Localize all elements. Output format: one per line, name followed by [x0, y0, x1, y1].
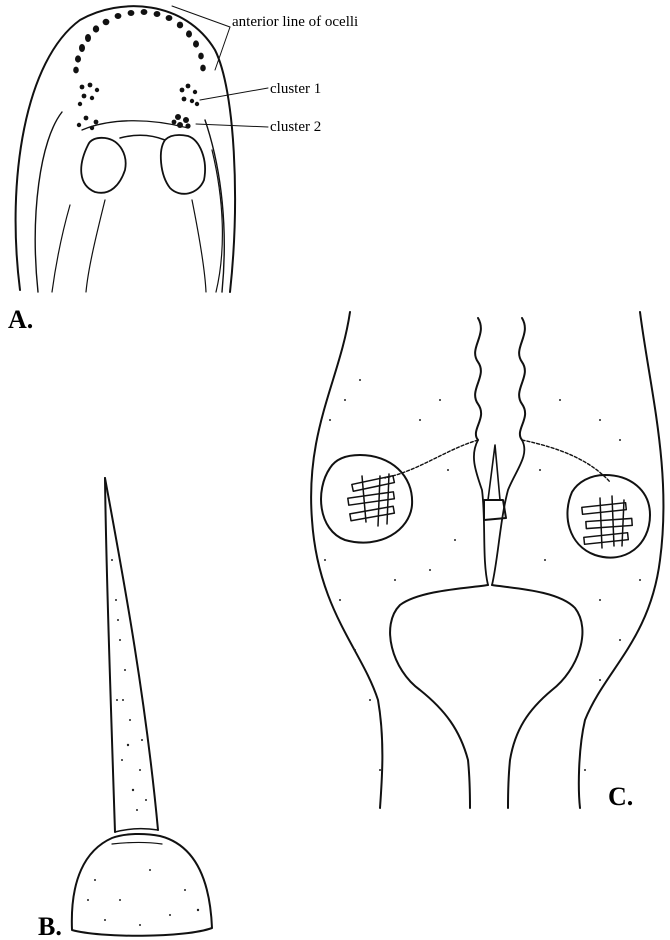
spicules-right	[582, 496, 632, 548]
head-inner-right-2	[212, 150, 222, 292]
cavity-left	[390, 585, 488, 808]
center-left-line	[474, 440, 488, 585]
stroke-3	[192, 200, 206, 292]
stroke-1	[52, 205, 70, 292]
head-outline	[16, 6, 235, 292]
spike-base	[115, 829, 158, 832]
panel-b-drawing	[72, 478, 212, 936]
label-cluster-1: cluster 1	[270, 81, 321, 97]
spicules-left	[348, 474, 395, 526]
duct-left-wave	[475, 318, 481, 440]
panel-c-stipple	[324, 379, 641, 771]
panel-label-c: C.	[608, 782, 633, 811]
panel-label-a: A.	[8, 305, 33, 334]
label-anterior-line: anterior line of ocelli	[232, 14, 358, 30]
body-wall-left	[311, 312, 382, 808]
head-inner-left	[35, 112, 62, 292]
spicule-base-body	[72, 834, 212, 936]
label-cluster-2: cluster 2	[270, 119, 321, 135]
duct-right-wave	[519, 318, 525, 440]
cluster-1-ocelli	[78, 83, 199, 107]
cluster-2-ocelli	[77, 114, 191, 130]
base-stipple	[87, 869, 199, 926]
lobe-bridge	[120, 135, 165, 140]
panel-label-b: B.	[38, 912, 62, 940]
pouch-right	[567, 475, 650, 558]
panel-c-drawing	[311, 312, 663, 808]
spike-stipple	[111, 559, 147, 811]
anterior-ocelli	[73, 9, 206, 73]
connector-left	[385, 440, 478, 478]
pouch-left	[321, 455, 412, 543]
lobe-right	[161, 135, 205, 194]
spicule-collar	[112, 843, 162, 845]
lobe-left	[81, 138, 125, 193]
stroke-2	[86, 200, 105, 292]
panel-a-drawing	[16, 6, 268, 292]
center-spine	[488, 445, 500, 500]
cavity-right	[492, 585, 582, 808]
spike-left-edge	[105, 478, 115, 832]
body-wall-right	[579, 312, 664, 808]
